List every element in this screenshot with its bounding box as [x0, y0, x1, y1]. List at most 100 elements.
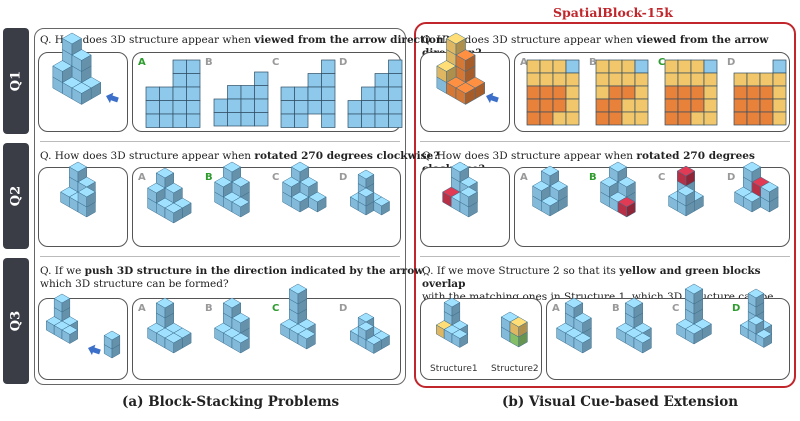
grid-cell	[746, 98, 761, 113]
q1-left-option-a	[145, 59, 201, 128]
grid-cell	[565, 85, 580, 100]
grid-cell	[595, 59, 610, 74]
grid-cell	[608, 111, 623, 126]
grid-cell	[733, 72, 748, 87]
structure2-label: Structure2	[491, 364, 539, 374]
q3-right-option-d	[740, 288, 772, 348]
cube-right	[549, 200, 559, 217]
separator	[420, 141, 790, 142]
q2-right-option-b	[600, 161, 636, 218]
grid-cell	[539, 72, 554, 87]
cube-right	[365, 326, 375, 341]
cube-right	[633, 302, 643, 319]
option-label-left-q1-a: A	[138, 57, 146, 68]
option-label-left-q1-c: C	[272, 57, 280, 68]
grid-cell	[172, 59, 187, 74]
grid-cell	[361, 86, 376, 101]
q2-right-option-a	[532, 165, 568, 217]
cube-right	[455, 38, 466, 56]
right-panel-title: SpatialBlock-15k	[553, 5, 673, 20]
grid-cell	[621, 59, 636, 74]
q1-right-structure	[436, 32, 485, 105]
grid-cell	[172, 100, 187, 115]
q2-left-option-c	[282, 161, 327, 213]
grid-cell	[347, 100, 362, 115]
grid-cell	[595, 111, 610, 126]
grid-cell	[321, 59, 336, 74]
right-panel	[414, 22, 796, 388]
cube-right	[558, 185, 568, 202]
grid-cell	[703, 72, 718, 87]
grid-cell	[227, 98, 242, 113]
cube-right	[86, 191, 96, 208]
q1-right-option-d	[733, 59, 787, 126]
grid-cell	[172, 73, 187, 88]
cube-right	[240, 337, 250, 354]
grid-cell	[145, 100, 160, 115]
q1-right-option-c	[664, 59, 718, 126]
cube-right	[541, 185, 551, 202]
grid-cell	[145, 86, 160, 101]
cube-right	[81, 54, 92, 72]
grid-cell	[690, 98, 705, 113]
grid-cell	[733, 98, 748, 113]
grid-cell	[145, 113, 160, 128]
grid-cell	[240, 85, 255, 100]
separator	[40, 256, 400, 257]
grid-cell	[759, 85, 774, 100]
grid-cell	[186, 113, 201, 128]
grid-cell	[388, 73, 403, 88]
option-label-left-q1-d: D	[339, 57, 348, 68]
structure1-label: Structure1	[430, 364, 478, 374]
question-q1-right: Q. How does 3D structure appear when vie…	[422, 34, 769, 59]
grid-cell	[595, 72, 610, 87]
grid-cell	[621, 72, 636, 87]
grid-cell	[690, 59, 705, 74]
q3-right-option-c	[676, 283, 712, 345]
grid-cell	[621, 111, 636, 126]
grid-cell	[321, 100, 336, 115]
grid-cell	[321, 113, 336, 128]
q1-left-arrow	[106, 92, 119, 104]
grid-cell	[213, 112, 228, 127]
grid-cell	[690, 85, 705, 100]
option-label-right-q3-b: B	[612, 303, 620, 314]
cube-right	[240, 181, 250, 198]
cube-right	[81, 87, 92, 105]
grid-cell	[677, 111, 692, 126]
grid-cell	[294, 100, 309, 115]
cube-right	[156, 187, 166, 204]
grid-cell	[552, 111, 567, 126]
grid-cell	[526, 111, 541, 126]
grid-cell	[664, 98, 679, 113]
grid-cell	[677, 98, 692, 113]
grid-cell	[159, 113, 174, 128]
grid-cell	[388, 86, 403, 101]
grid-cell	[690, 72, 705, 87]
grid-cell	[677, 85, 692, 100]
option-label-right-q3-a: A	[552, 303, 560, 314]
separator	[420, 256, 790, 257]
cube-right	[111, 335, 121, 350]
grid-cell	[172, 86, 187, 101]
grid-cell	[565, 111, 580, 126]
q3-left-structure2	[103, 330, 121, 359]
cube-right	[373, 339, 382, 354]
option-label-left-q3-c: C	[272, 303, 280, 314]
grid-cell	[526, 72, 541, 87]
question-q3-left: Q. If we push 3D structure in the direct…	[40, 265, 427, 290]
cube-right	[755, 293, 765, 308]
grid-cell	[321, 86, 336, 101]
grid-cell	[759, 98, 774, 113]
grid-cell	[772, 98, 787, 113]
option-label-right-q1-d: D	[727, 57, 736, 68]
q3-left-option-c	[280, 283, 316, 350]
cube-right	[299, 166, 309, 183]
grid-cell	[634, 111, 649, 126]
option-label-left-q1-b: B	[205, 57, 213, 68]
grid-cell	[772, 59, 787, 74]
cube-right	[308, 181, 318, 198]
cube-right	[240, 317, 250, 334]
grid-cell	[608, 98, 623, 113]
grid-cell	[186, 86, 201, 101]
